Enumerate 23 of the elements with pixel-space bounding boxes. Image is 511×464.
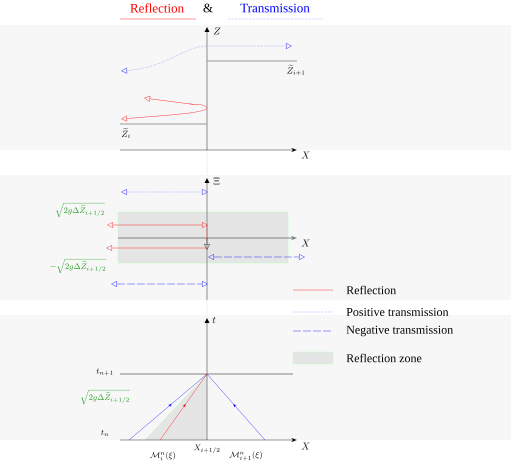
axis-label: $t_n$ (101, 430, 108, 436)
axis-label: $t$ (212, 316, 216, 324)
axis-label: $X$ (301, 152, 310, 158)
legend-label: Positive transmission (346, 308, 448, 316)
curve-label: $\widetilde{Z}_i$ (122, 128, 130, 138)
axis-label: $X_{i+1/2}$ (194, 444, 220, 454)
bound-label: $-\sqrt{2g\Delta\widetilde{Z}_{i+1/2}}$ (50, 258, 106, 274)
axis-label: $t_{n+1}$ (96, 368, 113, 376)
curve-label: $\widetilde{Z}_{i+1}$ (287, 64, 304, 76)
axis-label: $X$ (301, 442, 310, 450)
heading-word: Reflection (130, 3, 184, 13)
bound-label: $\sqrt{2g\Delta\widetilde{Z}_{i+1/2}}$ (81, 390, 130, 404)
bound-label: $\sqrt{2g\Delta\widetilde{Z}_{i+1/2}}$ (56, 202, 105, 218)
axis-label: $Z$ (214, 28, 220, 34)
legend-label: Reflection (346, 286, 396, 294)
legend-label: Reflection zone (346, 354, 422, 362)
legend-label: Negative transmission (346, 326, 454, 336)
axis-label: $\Xi$ (214, 178, 220, 184)
heading-word: & (203, 4, 213, 12)
axis-label: $X$ (301, 240, 310, 246)
curve-label: $\mathcal{M}_i^n(\xi)$ (150, 452, 176, 460)
heading-word: Transmission (240, 4, 310, 12)
curve-label: $\mathcal{M}_{i+1}^n(\xi)$ (230, 451, 262, 461)
